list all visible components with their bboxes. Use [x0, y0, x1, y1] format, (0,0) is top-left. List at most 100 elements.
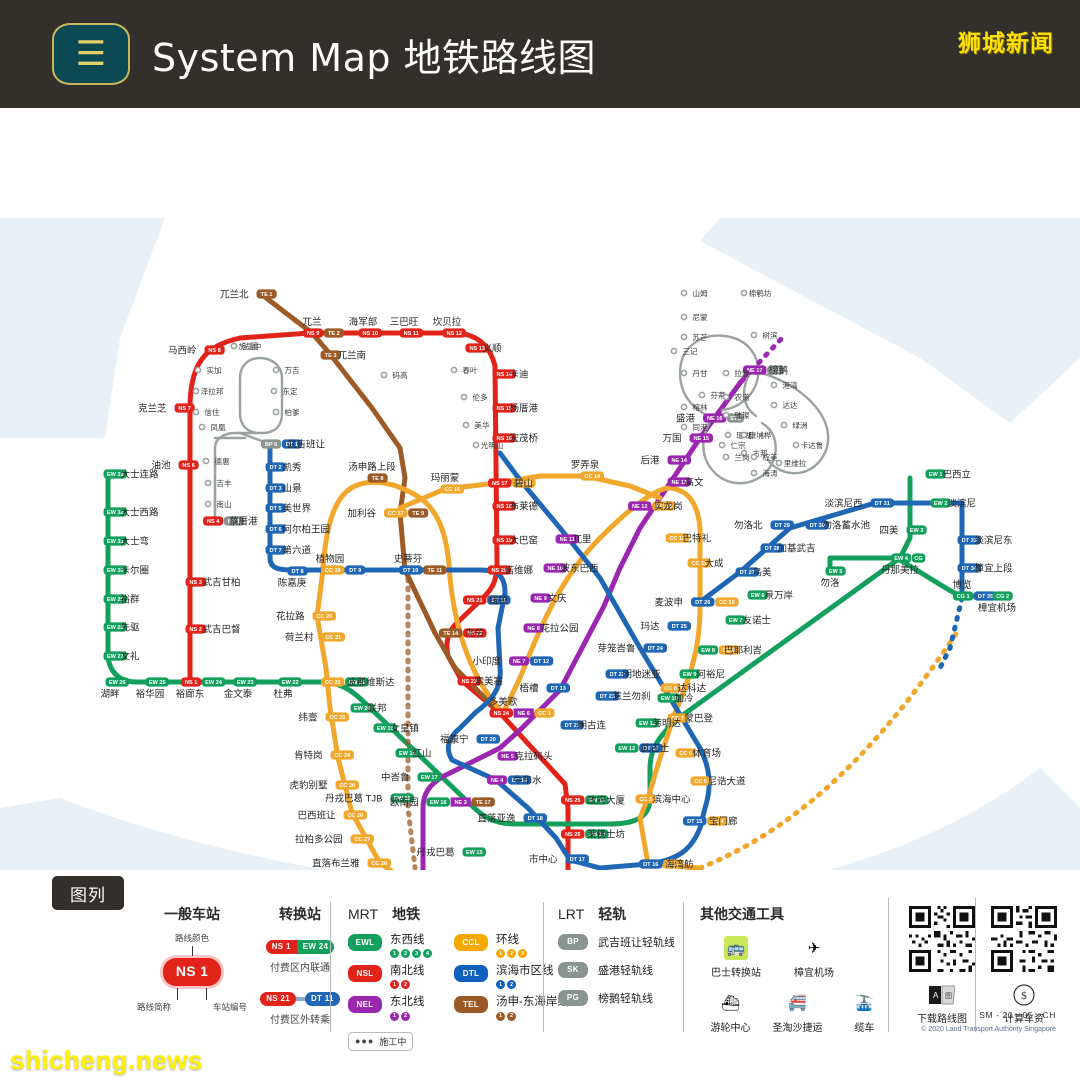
map-station[interactable]: NE 8 [523, 623, 544, 633]
map-station[interactable]: DT 31 [870, 498, 895, 508]
map-station[interactable]: EW 32 [103, 507, 128, 517]
map-station[interactable]: EW 2 [930, 498, 951, 508]
map-station[interactable]: TE 3 [320, 350, 341, 360]
map-station[interactable]: EW 31 [103, 536, 128, 546]
map-station[interactable]: CC 12 [665, 533, 690, 543]
map-station[interactable]: NS 10 [358, 328, 383, 338]
map-station[interactable]: CC 16 [440, 484, 465, 494]
map-station[interactable]: DT 25 [667, 621, 692, 631]
map-station[interactable]: DT 30 [805, 520, 830, 530]
qr-download-map[interactable]: A 图 下载路线图 [903, 906, 981, 1025]
map-station[interactable]: DT 17 [565, 854, 590, 864]
map-station[interactable]: NS 20 [487, 565, 512, 575]
map-station[interactable]: DT 29 [770, 520, 795, 530]
map-station[interactable]: DT 24 [643, 643, 668, 653]
map-station[interactable]: NS 15 [492, 403, 517, 413]
map-station[interactable]: DT 28 [760, 543, 785, 553]
map-station[interactable]: NE 15 [689, 433, 714, 443]
map-station[interactable]: DT 34 [957, 563, 982, 573]
map-station[interactable]: NE 13 [667, 477, 692, 487]
map-station[interactable]: DT 3 [265, 483, 286, 493]
map-station[interactable]: EW 17 [417, 772, 442, 782]
map-station[interactable]: DT 6 [265, 524, 286, 534]
map-station[interactable]: DT 22 [605, 669, 630, 679]
map-station[interactable]: EW 26 [105, 677, 130, 687]
map-station[interactable]: NS 12 [442, 328, 467, 338]
map-station[interactable]: NE 5 [497, 751, 518, 761]
map-station[interactable]: NS 18 [492, 501, 517, 511]
map-station[interactable]: CC 14 [580, 471, 605, 481]
map-station[interactable]: EW 9 [679, 669, 700, 679]
map-station[interactable]: CC 28 [367, 858, 392, 868]
map-station[interactable]: CC 23 [325, 712, 350, 722]
map-station[interactable]: DT 5 [265, 503, 286, 513]
map-station[interactable]: CC 5 [690, 776, 711, 786]
map-station[interactable]: DT 7 [265, 545, 286, 555]
map-station[interactable]: EW 33 [103, 469, 128, 479]
map-station[interactable]: EW 1 [925, 469, 946, 479]
map-station[interactable]: DT 2 [265, 462, 286, 472]
map-station[interactable]: TE 8 [367, 473, 388, 483]
map-station[interactable]: CC 8 [660, 683, 681, 693]
map-station[interactable]: NS 8 [204, 345, 225, 355]
map-station[interactable]: EW 27 [103, 651, 128, 661]
map-station[interactable]: TE 1 [256, 289, 277, 299]
map-station[interactable]: DT 21 [560, 720, 585, 730]
map-station[interactable]: NS 13 [465, 343, 490, 353]
map-station[interactable]: DT 23 [595, 691, 620, 701]
map-station[interactable]: DT 20 [476, 734, 501, 744]
map-station[interactable]: CC 7 [667, 713, 688, 723]
map-station[interactable]: EW 19 [373, 723, 398, 733]
map-station[interactable]: CC 20 [312, 611, 337, 621]
map-station[interactable]: NS 6 [178, 460, 199, 470]
map-station[interactable]: EW 15 [462, 847, 487, 857]
map-station[interactable]: NS 2 [185, 624, 206, 634]
map-station[interactable]: EW 23 [233, 677, 258, 687]
map-station[interactable]: NS 23 [457, 676, 482, 686]
map-station[interactable]: NS 7 [174, 403, 195, 413]
map-station[interactable]: NS 19 [492, 535, 517, 545]
map-station[interactable]: CC 26 [335, 780, 360, 790]
map-station[interactable]: NE 11 [555, 534, 580, 544]
map-station[interactable]: DT 8 [287, 566, 308, 576]
map-station[interactable]: EW 7 [725, 615, 746, 625]
map-station[interactable]: NS 14 [492, 369, 517, 379]
map-station[interactable]: DT 13 [546, 683, 571, 693]
map-station[interactable]: NE 9 [530, 593, 551, 603]
map-station[interactable]: EW 5 [825, 566, 846, 576]
map-station[interactable]: CC 3 [635, 794, 656, 804]
map-station[interactable]: NS 16 [492, 433, 517, 443]
map-station[interactable]: NS 11 [399, 328, 424, 338]
map-station[interactable]: EW 10 [657, 693, 682, 703]
map-station[interactable]: EW 18 [395, 748, 420, 758]
map-station[interactable]: DT 18 [523, 813, 548, 823]
system-map-canvas[interactable]: .nsl{stroke:#e2231a;} .ewl{stroke:#13a05… [0, 108, 1080, 870]
map-station[interactable]: EW 29 [103, 594, 128, 604]
map-station[interactable]: NE 10 [543, 563, 568, 573]
map-station[interactable]: EW 28 [103, 622, 128, 632]
map-station[interactable]: CC 27 [350, 834, 375, 844]
map-station[interactable]: NS 3 [185, 577, 206, 587]
map-station[interactable]: EW 11 [635, 718, 660, 728]
map-station[interactable]: EW 3 [906, 525, 927, 535]
map-station[interactable]: EW 30 [103, 565, 128, 575]
map-station[interactable]: EW 22 [278, 677, 303, 687]
